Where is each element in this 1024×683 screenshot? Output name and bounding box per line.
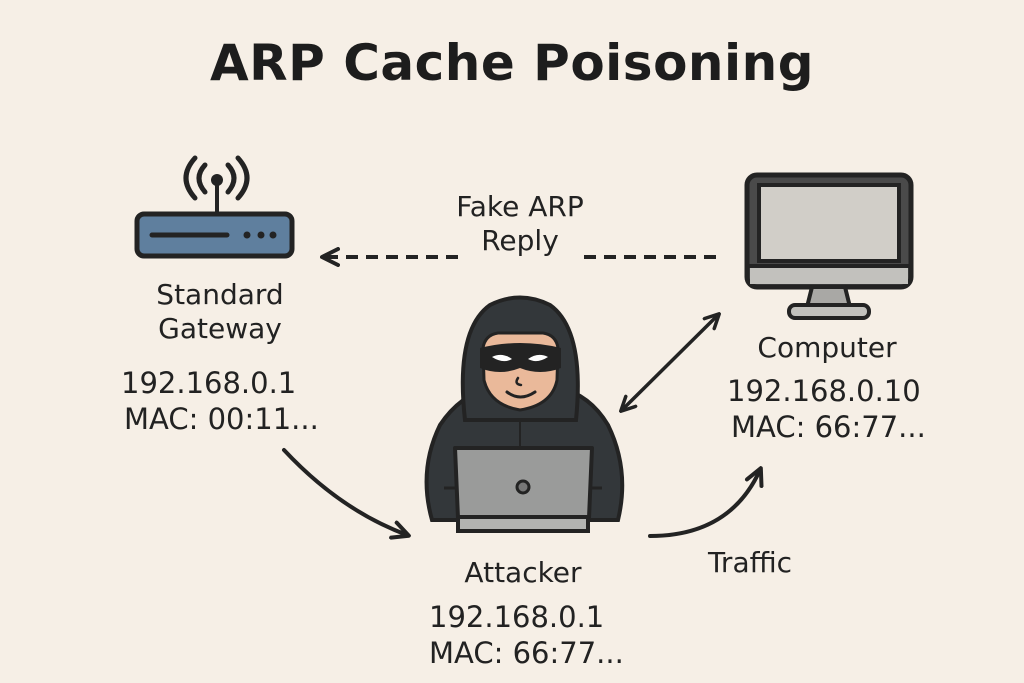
fake-arp-line2: Reply — [481, 224, 559, 257]
attacker-ip: 192.168.0.1 — [429, 600, 605, 634]
traffic-label: Traffic — [707, 546, 793, 579]
fake-arp-label: Fake ARP Reply — [420, 190, 620, 258]
attacker-computer-arrow — [619, 312, 721, 413]
monitor-icon — [744, 172, 914, 320]
computer-mac: MAC: 66:77... — [731, 410, 926, 444]
gateway-to-attacker-arrow — [282, 448, 411, 540]
computer-name: Computer — [757, 331, 897, 364]
page-title: ARP Cache Poisoning — [209, 34, 815, 92]
fake-arp-line1: Fake ARP — [456, 190, 584, 223]
hooded-hacker-laptop-icon — [424, 295, 625, 533]
attacker-name: Attacker — [464, 556, 582, 589]
gateway-name-line2: Gateway — [158, 312, 282, 345]
traffic-arrow — [648, 466, 764, 538]
computer-ip: 192.168.0.10 — [727, 374, 921, 408]
gateway-mac: MAC: 00:11... — [124, 402, 319, 436]
gateway-ip: 192.168.0.1 — [121, 366, 297, 400]
gateway-label: Standard Gateway — [110, 278, 330, 346]
attacker-mac: MAC: 66:77... — [429, 636, 624, 670]
gateway-name-line1: Standard — [156, 278, 284, 311]
router-icon — [134, 155, 295, 259]
